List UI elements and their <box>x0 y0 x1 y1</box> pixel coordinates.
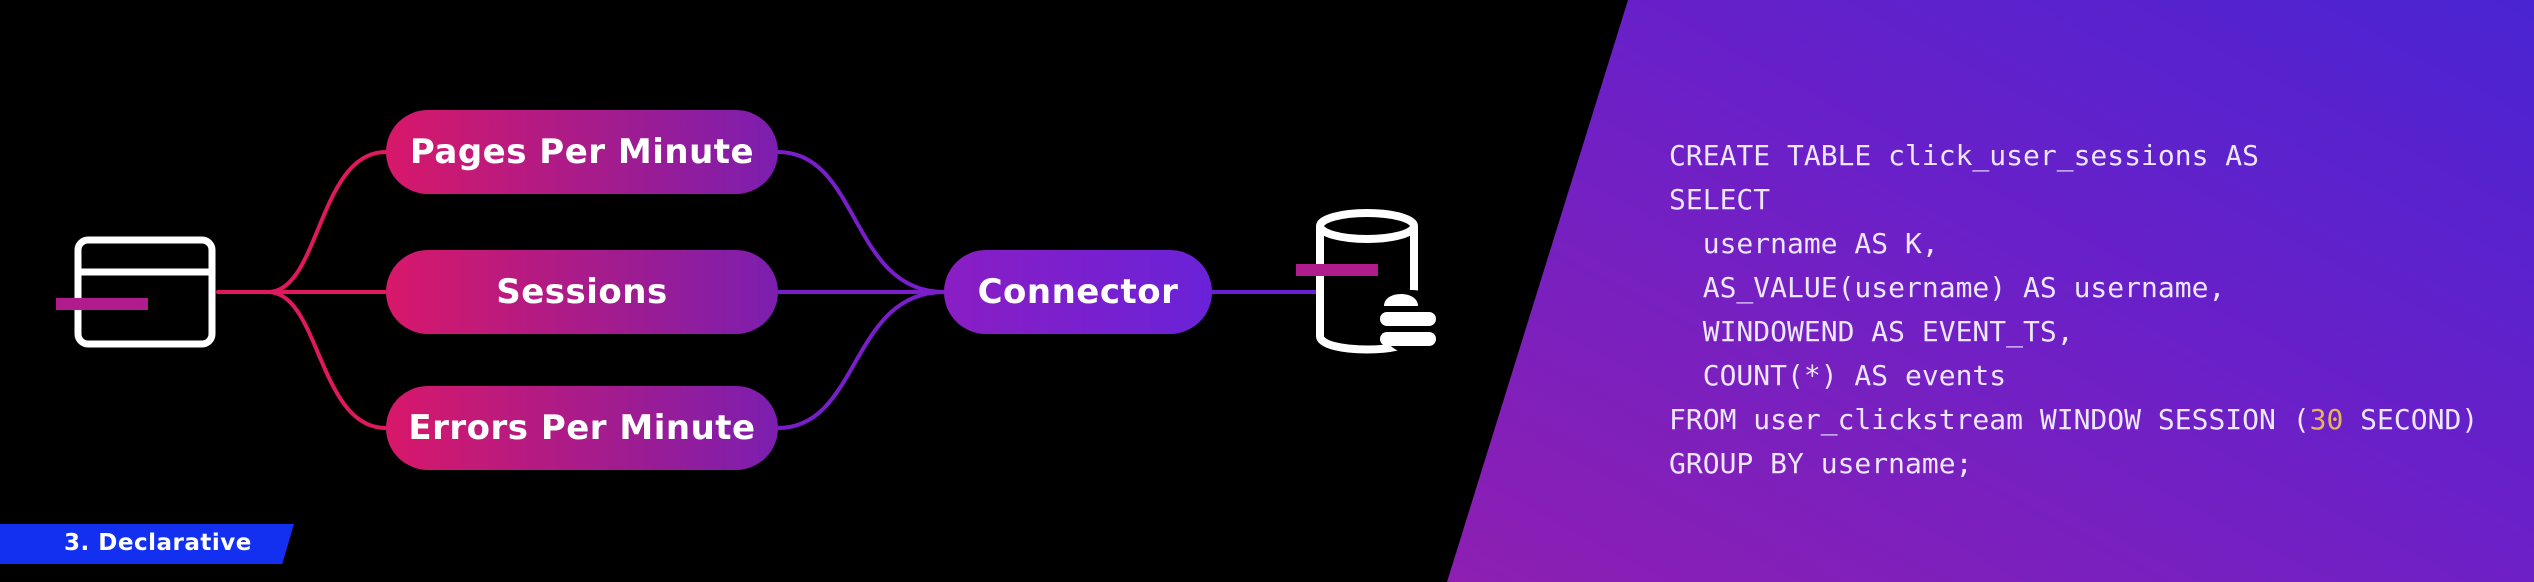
database-icon <box>1296 209 1444 354</box>
sessions-node: Sessions <box>386 250 778 334</box>
code-panel-background <box>1447 0 2534 582</box>
sql-code-block: CREATE TABLE click_user_sessions AS SELE… <box>1669 134 2478 486</box>
browser-window-icon <box>56 236 216 348</box>
database-badge-icon <box>1380 290 1444 354</box>
errors-per-minute-node: Errors Per Minute <box>386 386 778 470</box>
code-line: GROUP BY username; <box>1669 447 1973 480</box>
connector-node: Connector <box>944 250 1212 334</box>
code-line: CREATE TABLE click_user_sessions AS <box>1669 139 2260 172</box>
code-line: username AS K, <box>1669 227 1939 260</box>
chapter-badge <box>0 524 294 564</box>
code-line: AS_VALUE(username) AS username, <box>1669 271 2226 304</box>
flow-lines <box>216 150 1320 430</box>
code-line: WINDOWEND AS EVENT_TS, <box>1669 315 2074 348</box>
code-line-from: FROM user_clickstream WINDOW SESSION (30… <box>1669 403 2478 436</box>
chapter-badge-label: 3. Declarative <box>64 530 252 556</box>
code-window-number: 30 <box>2309 403 2344 436</box>
branch-line-top <box>266 150 388 294</box>
code-line: SELECT <box>1669 183 1771 216</box>
code-from-suffix: SECOND) <box>2343 403 2479 436</box>
branch-line-bottom <box>266 290 388 430</box>
merge-line-top <box>776 150 946 294</box>
pages-per-minute-node: Pages Per Minute <box>386 110 778 194</box>
code-line: COUNT(*) AS events <box>1669 359 2007 392</box>
code-from-prefix: FROM user_clickstream WINDOW SESSION ( <box>1669 403 2310 436</box>
merge-line-bottom <box>776 290 946 430</box>
